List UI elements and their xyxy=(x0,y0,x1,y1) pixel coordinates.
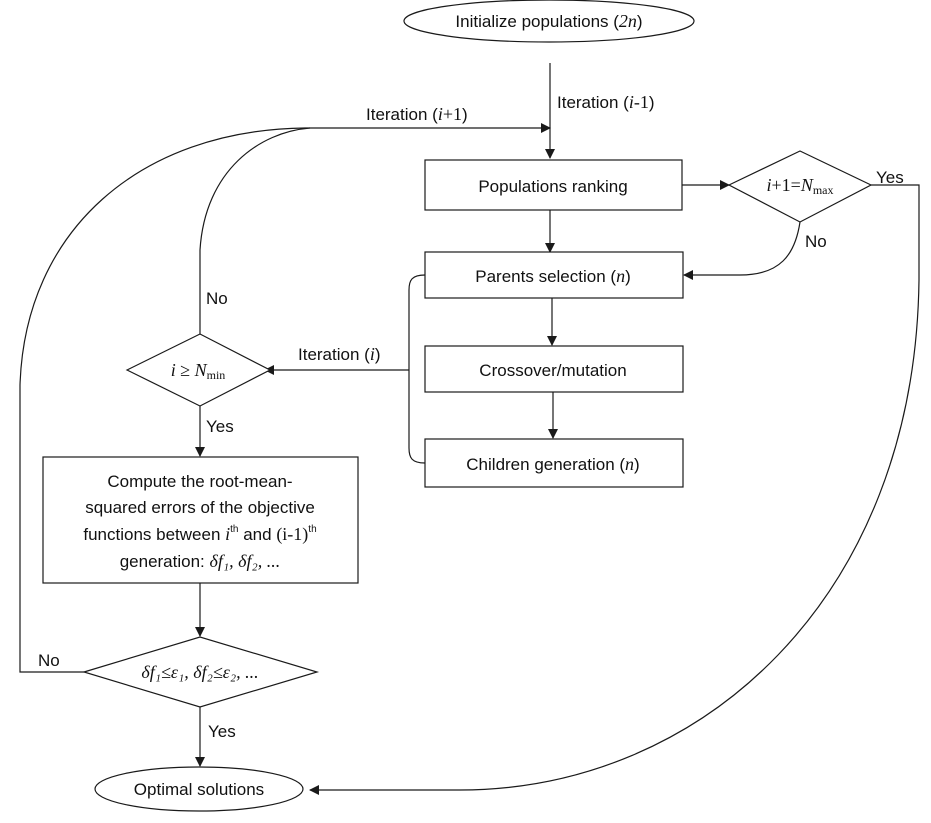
compute-im1: (i-1) xyxy=(276,524,308,545)
node-initialize-populations: Initialize populations (2n) xyxy=(403,0,695,43)
compute-line-4: generation: xyxy=(120,552,205,571)
compute-line-2: squared errors of the objective xyxy=(85,498,315,517)
label-conv-no: No xyxy=(38,651,60,670)
compute-th-1: th xyxy=(230,524,238,535)
svg-text:Parents selection (n): Parents selection (n) xyxy=(475,266,630,286)
compute-line-3: functions between xyxy=(83,525,220,544)
compute-th-2: th xyxy=(308,524,316,535)
node-populations-ranking: Populations ranking xyxy=(424,159,683,211)
conv-label: δf₁≤ε₁, δf₂≤ε₂, ... xyxy=(141,662,258,682)
label-iteration-next: Iteration (i+1) xyxy=(366,104,468,124)
svg-text:generation: δf₁, δf₂, ...: generation: δf₁, δf₂, ... xyxy=(120,551,281,571)
node-convergence-check: δf₁≤ε₁, δf₂≤ε₂, ... xyxy=(81,636,320,708)
compute-line-1: Compute the root-mean- xyxy=(107,472,292,491)
children-var: n xyxy=(625,454,634,474)
max-mid: +1= xyxy=(772,175,801,195)
label-max-no: No xyxy=(805,232,827,251)
node-min-iteration-check: i ≥ Nmin xyxy=(125,333,272,407)
label-iteration-prev: Iteration (i-1) xyxy=(557,92,655,112)
compute-i: i xyxy=(225,524,230,544)
label-iteration-current: Iteration (i) xyxy=(298,344,381,364)
parents-var: n xyxy=(616,266,625,286)
ranking-label: Populations ranking xyxy=(478,177,627,196)
svg-text:Initialize populations (2n): Initialize populations (2n) xyxy=(455,11,642,31)
compute-and: and xyxy=(239,525,277,544)
optimal-label: Optimal solutions xyxy=(134,780,264,799)
edge-bracket xyxy=(408,274,426,464)
min-sub: min xyxy=(207,368,226,382)
node-children-generation: Children generation (n) xyxy=(424,438,684,488)
crossover-label: Crossover/mutation xyxy=(479,361,626,380)
node-max-iteration-check: i+1=Nmax xyxy=(727,150,873,223)
node-optimal-solutions: Optimal solutions xyxy=(94,766,304,812)
label-max-yes: Yes xyxy=(876,168,904,187)
node-compute-rmse: Compute the root-mean- squared errors of… xyxy=(42,456,359,584)
parents-label: Parents selection ( xyxy=(475,267,616,286)
parents-close: ) xyxy=(625,267,631,286)
svg-text:i ≥ Nmin: i ≥ Nmin xyxy=(171,360,226,382)
max-pre: i xyxy=(766,175,771,195)
label-conv-yes: Yes xyxy=(208,722,236,741)
node-crossover-mutation: Crossover/mutation xyxy=(424,345,684,393)
children-close: ) xyxy=(634,455,640,474)
label-min-no: No xyxy=(206,289,228,308)
compute-deltas: δf₁, δf₂, ... xyxy=(210,551,281,571)
label-min-yes: Yes xyxy=(206,417,234,436)
init-label: Initialize populations ( xyxy=(455,12,619,31)
children-label: Children generation ( xyxy=(466,455,625,474)
svg-text:Children generation (n): Children generation (n) xyxy=(466,454,639,474)
min-pre: i xyxy=(171,360,176,380)
min-mid: ≥ xyxy=(176,360,195,380)
svg-text:functions between ith and (i-1: functions between ith and (i-1)th xyxy=(83,524,316,545)
edge-conv-no-loop xyxy=(19,127,306,673)
edge-min-no-loop xyxy=(199,127,311,335)
edge-max-yes xyxy=(309,184,920,795)
max-var: N xyxy=(800,175,814,195)
init-close: ) xyxy=(637,12,643,31)
min-var: N xyxy=(194,360,208,380)
init-var: 2n xyxy=(619,11,637,31)
svg-text:i+1=Nmax: i+1=Nmax xyxy=(766,175,833,197)
edge-max-no xyxy=(683,221,801,280)
node-parents-selection: Parents selection (n) xyxy=(424,251,684,299)
max-sub: max xyxy=(813,183,834,197)
